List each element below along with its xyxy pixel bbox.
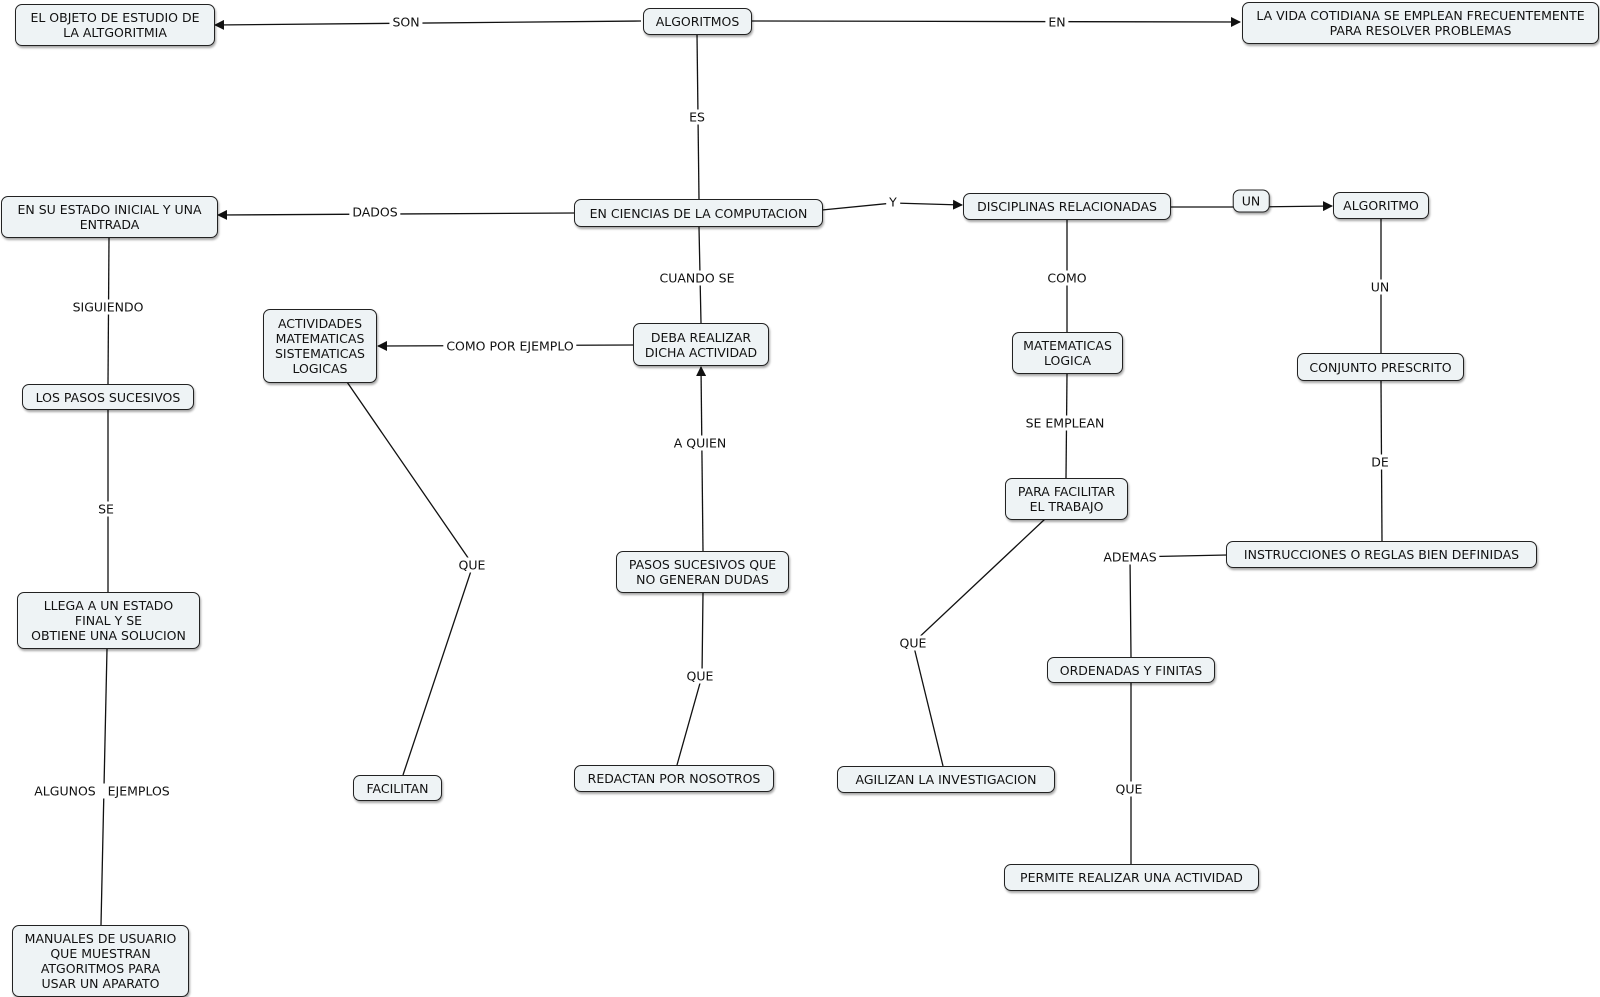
node-redactan-nosotros[interactable]: REDACTAN POR NOSOTROS [574,765,774,792]
link-label-que-2: QUE [683,668,717,684]
link-label-dados: DADOS [349,204,401,220]
node-estado-inicial[interactable]: EN SU ESTADO INICIAL Y UNA ENTRADA [1,196,218,238]
link-label-a-quien: A QUIEN [670,435,730,451]
node-agilizan-investigacion[interactable]: AGILIZAN LA INVESTIGACION [837,766,1055,793]
node-ordenadas-finitas[interactable]: ORDENADAS Y FINITAS [1047,657,1215,683]
link-label-de: DE [1368,454,1392,470]
link-label-es: ES [686,109,708,125]
link-label-ademas: ADEMAS [1100,549,1160,565]
node-actividades-matematicas[interactable]: ACTIVIDADES MATEMATICAS SISTEMATICAS LOG… [263,309,377,383]
link-label-un-2: UN [1367,279,1393,295]
link-label-algunos-ejemplos: ALGUNOS EJEMPLOS [31,783,173,799]
node-manuales-usuario[interactable]: MANUALES DE USUARIO QUE MUESTRAN ATGORIT… [12,925,189,997]
node-permite-actividad[interactable]: PERMITE REALIZAR UNA ACTIVIDAD [1004,864,1259,891]
connector-que-1 [346,381,474,776]
node-facilitar-trabajo[interactable]: PARA FACILITAR EL TRABAJO [1005,478,1128,520]
node-vida-cotidiana[interactable]: LA VIDA COTIDIANA SE EMPLEAN FRECUENTEME… [1242,2,1599,44]
connector-a-quien [696,366,707,552]
node-instrucciones-reglas[interactable]: INSTRUCCIONES O REGLAS BIEN DEFINIDAS [1226,541,1537,568]
link-label-se-emplean: SE EMPLEAN [1022,415,1108,431]
connector-ademas [1129,554,1228,658]
link-label-un-1: UN [1232,189,1270,213]
link-label-como-por-ejemplo: COMO POR EJEMPLO [443,338,577,354]
link-label-siguiendo: SIGUIENDO [69,299,147,315]
connector-en [749,16,1241,27]
link-label-que-1: QUE [455,557,489,573]
link-label-se: SE [95,501,117,517]
node-llega-estado-final[interactable]: LLEGA A UN ESTADO FINAL Y SE OBTIENE UNA… [17,592,200,649]
node-facilitan[interactable]: FACILITAN [353,775,442,801]
node-objeto-de-estudio[interactable]: EL OBJETO DE ESTUDIO DE LA ALTGORITMIA [15,4,215,46]
link-label-que-4: QUE [1112,781,1146,797]
link-label-en: EN [1045,14,1069,30]
link-label-que-3: QUE [896,635,930,651]
node-disciplinas-relacionadas[interactable]: DISCIPLINAS RELACIONADAS [963,193,1171,220]
node-deba-realizar[interactable]: DEBA REALIZAR DICHA ACTIVIDAD [633,323,769,366]
node-matematicas-logica[interactable]: MATEMATICAS LOGICA [1012,332,1123,374]
node-conjunto-prescrito[interactable]: CONJUNTO PRESCRITO [1297,353,1464,381]
node-algoritmos[interactable]: ALGORITMOS [643,8,752,35]
link-label-y: Y [886,194,900,210]
node-ciencias-computacion[interactable]: EN CIENCIAS DE LA COMPUTACION [574,199,823,227]
connector-que-3 [912,518,1046,767]
link-label-cuando-se: CUANDO SE [656,270,738,286]
link-label-como: COMO [1044,270,1090,286]
node-algoritmo[interactable]: ALGORITMO [1333,192,1429,219]
node-pasos-sucesivos[interactable]: LOS PASOS SUCESIVOS [22,384,194,410]
connector-son [214,19,642,30]
link-label-son: SON [389,14,423,30]
node-pasos-sin-dudas[interactable]: PASOS SUCESIVOS QUE NO GENERAN DUDAS [616,551,789,593]
